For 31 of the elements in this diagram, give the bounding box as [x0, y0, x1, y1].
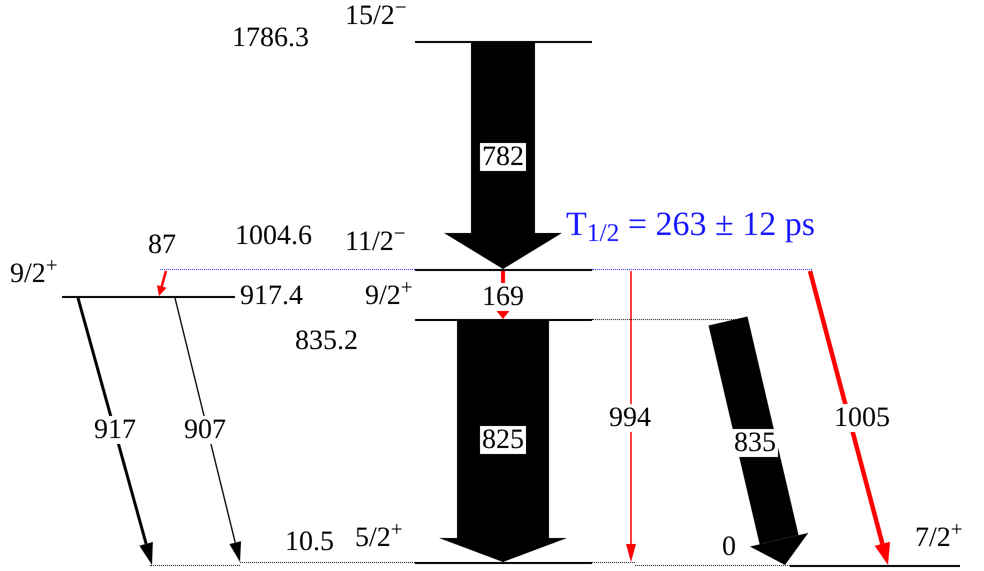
transition-arrow [174, 298, 242, 562]
transition-arrow [76, 298, 153, 565]
level-label: 9/2$^{+}$ [365, 282, 413, 310]
energy-level-line [415, 41, 592, 43]
level-label: 917.4 [240, 282, 303, 310]
level-label: 7/2$^{+}$ [915, 524, 963, 552]
transition-arrow [439, 321, 567, 562]
level-label: 835.2 [295, 327, 358, 355]
transition-energy-label: 994 [607, 404, 653, 432]
transition-arrow [444, 43, 562, 269]
level-label: 5/2$^{+}$ [355, 524, 403, 552]
level-label: 1786.3 [232, 24, 309, 52]
level-label: 9/2$^{+}$ [10, 260, 58, 288]
energy-level-line [240, 562, 635, 564]
transition-arrow [808, 270, 890, 565]
transition-arrow [156, 270, 168, 296]
transition-energy-label: 835 [732, 429, 778, 457]
energy-level-line [160, 269, 812, 271]
energy-level-line [62, 296, 235, 298]
level-label: 1004.6 [235, 222, 312, 250]
transition-arrow [626, 271, 636, 562]
level-label: 0 [722, 533, 736, 561]
half-life-label: T$_{1/2}$ = 263 ± 12 ps [566, 208, 815, 242]
transition-energy-label: 907 [182, 416, 228, 444]
level-label: 15/2$^{−}$ [345, 2, 407, 30]
level-label: 11/2$^{−}$ [345, 228, 406, 256]
transition-energy-label: 782 [480, 143, 526, 171]
transition-energy-label: 825 [479, 425, 527, 455]
level-label: 10.5 [285, 528, 334, 556]
transition-energy-label: 917 [92, 416, 138, 444]
energy-level-line [150, 565, 960, 567]
